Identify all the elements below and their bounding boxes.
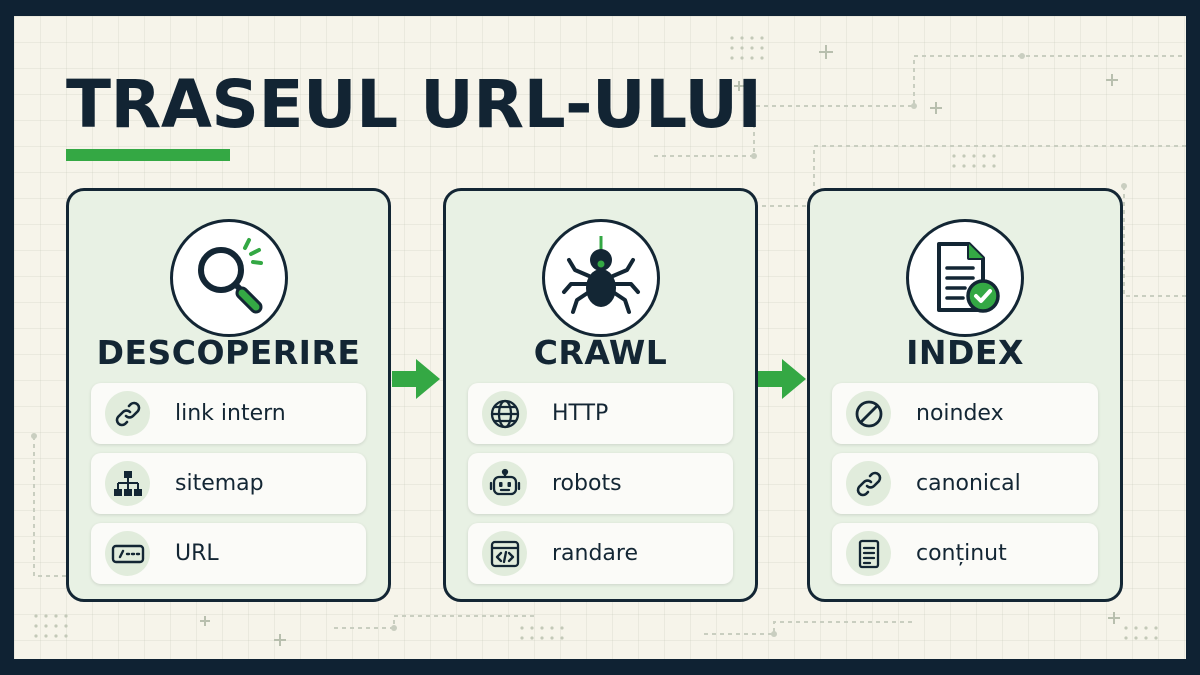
item-label: robots: [552, 471, 622, 496]
stage-descoperire: DESCOPERIRE link intern sitema: [66, 188, 391, 602]
item-label: link intern: [175, 401, 286, 426]
title-underline: [66, 149, 230, 161]
circuit-decoration: [31, 36, 1186, 646]
item-label: randare: [552, 541, 639, 566]
list-item: HTTP: [468, 383, 733, 444]
list-item: URL: [91, 523, 366, 584]
stage-index: INDEX noindex canonical: [807, 188, 1123, 602]
list-item: canonical: [832, 453, 1098, 514]
arrow-right-icon: [758, 359, 806, 399]
list-item: sitemap: [91, 453, 366, 514]
item-label: URL: [175, 541, 219, 566]
magnifier-icon: [169, 219, 288, 337]
page-title: TRASEUL URL-ULUI: [66, 66, 762, 143]
prohibited-icon: [846, 391, 891, 436]
stage-crawl: CRAWL HTTP: [443, 188, 758, 602]
sitemap-icon: [105, 461, 150, 506]
list-item: robots: [468, 453, 733, 514]
list-item: noindex: [832, 383, 1098, 444]
spider-icon: [541, 219, 660, 337]
link-icon: [846, 461, 891, 506]
canvas: TRASEUL URL-ULUI DESCOPERIRE link intern: [14, 16, 1186, 659]
item-label: canonical: [916, 471, 1021, 496]
list-item: randare: [468, 523, 733, 584]
list-item: link intern: [91, 383, 366, 444]
arrow-right-icon: [392, 359, 440, 399]
globe-icon: [482, 391, 527, 436]
list-item: conținut: [832, 523, 1098, 584]
document-lines-icon: [846, 531, 891, 576]
robot-icon: [482, 461, 527, 506]
item-label: conținut: [916, 541, 1007, 566]
link-icon: [105, 391, 150, 436]
item-label: sitemap: [175, 471, 264, 496]
stage-title: INDEX: [906, 333, 1024, 372]
item-label: HTTP: [552, 401, 609, 426]
url-field-icon: [105, 531, 150, 576]
stage-title: DESCOPERIRE: [96, 333, 361, 372]
stage-title: CRAWL: [533, 333, 668, 372]
document-check-icon: [906, 219, 1024, 337]
code-window-icon: [482, 531, 527, 576]
item-label: noindex: [916, 401, 1004, 426]
